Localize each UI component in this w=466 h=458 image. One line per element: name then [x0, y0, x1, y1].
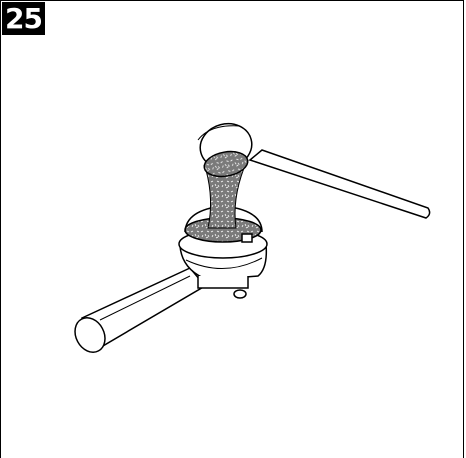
portafilter-handle	[74, 267, 207, 353]
step-number-badge: 25	[2, 2, 45, 35]
portafilter-basket	[178, 205, 268, 299]
measuring-scoop	[197, 122, 431, 219]
coffee-stream	[205, 167, 245, 229]
